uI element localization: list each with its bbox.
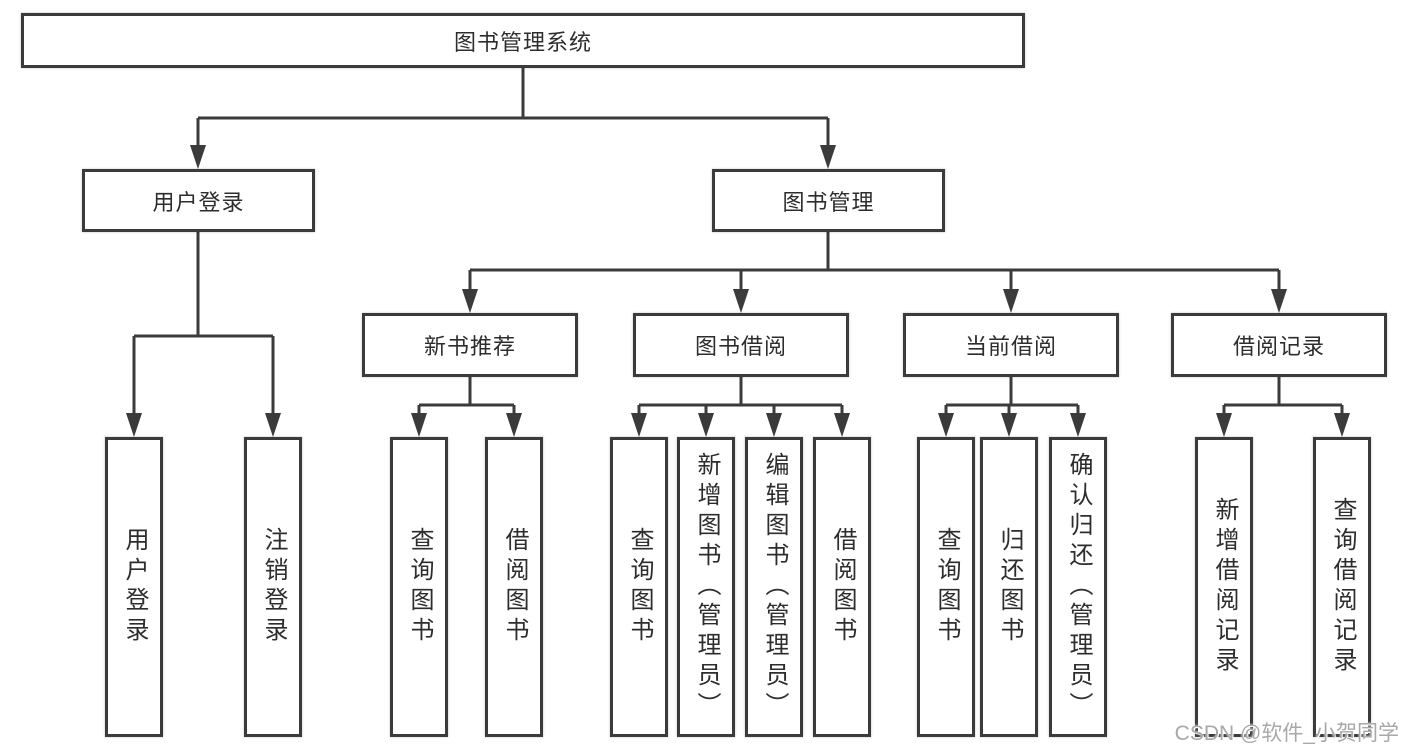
node-borrow-records-label: 借阅记录	[1232, 334, 1325, 359]
leaf-edit-book-admin-label: 编辑图书（管理员）	[761, 452, 788, 722]
node-current-borrow: 当前借阅	[903, 313, 1119, 377]
leaf-user-login: 用户登录	[105, 437, 163, 737]
arrowheads	[126, 145, 1350, 437]
leaf-confirm-return-admin-label: 确认归还（管理员）	[1065, 452, 1092, 722]
leaf-borrow-books-recommend-label: 借阅图书	[501, 527, 528, 647]
node-book-borrow: 图书借阅	[633, 313, 849, 377]
leaf-add-book-admin: 新增图书（管理员）	[677, 437, 735, 737]
leaf-borrow-books: 借阅图书	[813, 437, 871, 737]
csdn-watermark: CSDN @软件_小贺同学	[1174, 722, 1399, 745]
connector-user-login	[132, 232, 275, 413]
node-book-management: 图书管理	[712, 169, 945, 232]
leaf-query-borrow-record: 查询借阅记录	[1313, 437, 1371, 737]
leaf-add-borrow-record-label: 新增借阅记录	[1211, 497, 1238, 677]
connector-current-borrow	[944, 377, 1080, 413]
node-user-login-label: 用户登录	[152, 189, 245, 215]
node-user-login: 用户登录	[82, 169, 315, 232]
leaf-return-book: 归还图书	[980, 437, 1038, 737]
connector-new-book-recommend	[417, 377, 516, 413]
leaf-query-books-recommend: 查询图书	[390, 437, 448, 737]
leaf-logout: 注销登录	[244, 437, 302, 737]
leaf-add-borrow-record: 新增借阅记录	[1195, 437, 1253, 737]
leaf-query-books-borrow: 查询图书	[610, 437, 668, 737]
node-new-book-recommend-label: 新书推荐	[423, 334, 516, 359]
node-book-management-label: 图书管理	[782, 189, 875, 215]
leaf-user-login-label: 用户登录	[121, 527, 148, 647]
connector-book-management	[468, 232, 1281, 289]
node-system-root: 图书管理系统	[21, 13, 1025, 68]
leaf-add-book-admin-label: 新增图书（管理员）	[693, 452, 720, 722]
leaf-return-book-label: 归还图书	[996, 527, 1023, 647]
leaf-query-borrow-record-label: 查询借阅记录	[1329, 497, 1356, 677]
leaf-borrow-books-label: 借阅图书	[829, 527, 856, 647]
leaf-logout-label: 注销登录	[260, 527, 287, 647]
leaf-query-books-current-label: 查询图书	[933, 527, 960, 647]
leaf-query-books-recommend-label: 查询图书	[406, 527, 433, 647]
connector-book-borrow	[637, 377, 844, 413]
node-new-book-recommend: 新书推荐	[362, 313, 578, 377]
node-current-borrow-label: 当前借阅	[964, 334, 1057, 359]
leaf-borrow-books-recommend: 借阅图书	[485, 437, 543, 737]
leaf-query-books-current: 查询图书	[917, 437, 975, 737]
connector-borrow-records	[1222, 377, 1344, 413]
node-system-root-label: 图书管理系统	[453, 29, 592, 55]
leaf-query-books-borrow-label: 查询图书	[626, 527, 653, 647]
node-book-borrow-label: 图书借阅	[694, 334, 787, 359]
node-borrow-records: 借阅记录	[1171, 313, 1387, 377]
connector-root	[196, 68, 830, 145]
leaf-edit-book-admin: 编辑图书（管理员）	[745, 437, 803, 737]
leaf-confirm-return-admin: 确认归还（管理员）	[1049, 437, 1107, 737]
